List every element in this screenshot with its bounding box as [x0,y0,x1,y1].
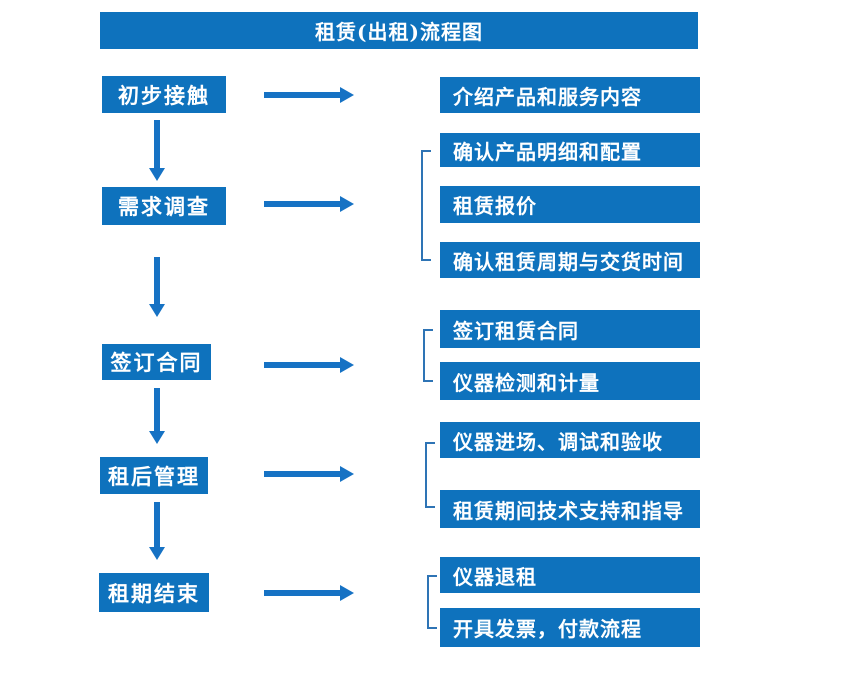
detail-box-instrument-setup: 仪器进场、调试和验收 [440,422,700,458]
arrow-shaft [264,92,340,98]
arrow-head [340,585,354,601]
arrow-shaft [264,362,340,368]
arrow-down-icon [149,257,165,317]
step-box-rental-end: 租期结束 [99,573,209,612]
arrow-head [149,431,165,444]
detail-box-invoice-payment: 开具发票，付款流程 [440,608,700,647]
arrow-head [149,168,165,181]
detail-box-tech-support: 租赁期间技术支持和指导 [440,490,700,528]
step-box-demand-survey: 需求调查 [102,187,226,225]
page-title: 租赁(出租)流程图 [100,12,698,49]
arrow-shaft [264,471,340,477]
detail-box-confirm-period: 确认租赁周期与交货时间 [440,242,700,278]
arrow-shaft [264,201,340,207]
step-box-initial-contact: 初步接触 [102,76,226,113]
bracket-connector [427,575,437,629]
arrow-down-icon [149,388,165,444]
arrow-head [340,196,354,212]
bracket-connector [421,150,431,261]
step-box-sign-contract: 签订合同 [102,344,211,380]
arrow-head [149,547,165,560]
detail-box-confirm-product-spec: 确认产品明细和配置 [440,133,700,167]
arrow-head [340,357,354,373]
bracket-connector [425,442,435,508]
detail-box-introduce-products: 介绍产品和服务内容 [440,77,700,113]
bracket-connector [423,329,433,382]
arrow-right-icon [264,585,354,601]
arrow-shaft [154,257,160,304]
step-box-post-rental-mgmt: 租后管理 [100,457,208,494]
arrow-right-icon [264,357,354,373]
arrow-shaft [154,120,160,168]
detail-box-instrument-return: 仪器退租 [440,557,700,593]
arrow-head [149,304,165,317]
arrow-shaft [154,502,160,547]
arrow-right-icon [264,196,354,212]
detail-box-rental-quotation: 租赁报价 [440,186,700,223]
arrow-shaft [154,388,160,431]
detail-box-sign-rental-contract: 签订租赁合同 [440,310,700,348]
arrow-down-icon [149,120,165,181]
arrow-head [340,466,354,482]
arrow-down-icon [149,502,165,560]
arrow-head [340,87,354,103]
detail-box-instrument-testing: 仪器检测和计量 [440,362,700,400]
arrow-shaft [264,590,340,596]
arrow-right-icon [264,466,354,482]
arrow-right-icon [264,87,354,103]
